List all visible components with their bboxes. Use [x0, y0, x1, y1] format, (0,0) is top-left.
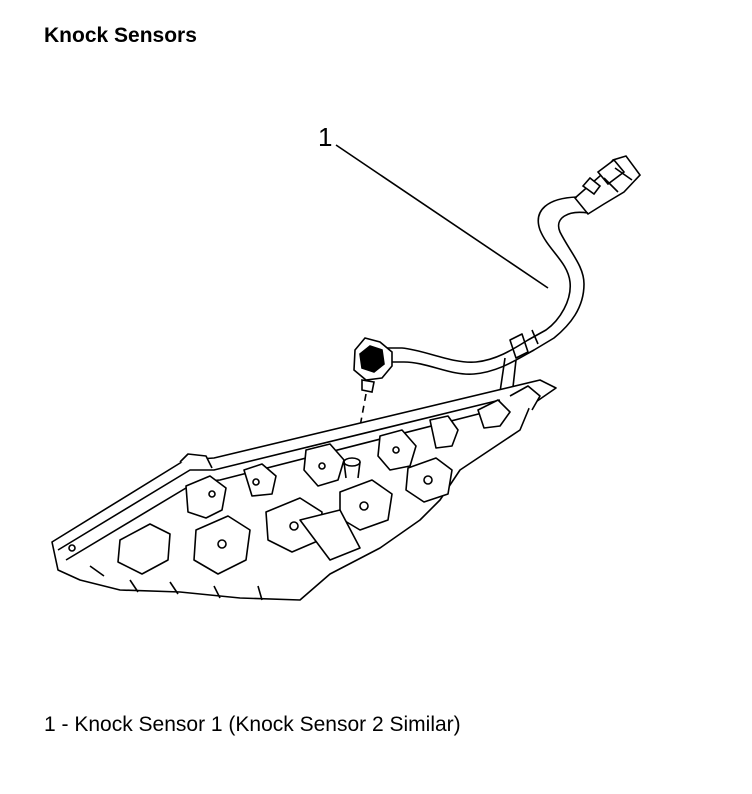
sensor-mounting-boss [343, 457, 361, 479]
callout-leader-line [335, 144, 549, 289]
knock-sensor [353, 337, 393, 393]
callout-number: 1 [318, 122, 332, 152]
engine-block [51, 379, 557, 601]
page-title: Knock Sensors [44, 24, 197, 47]
legend-entry: 1 - Knock Sensor 1 (Knock Sensor 2 Simil… [44, 713, 461, 736]
harness-connector [573, 155, 642, 216]
wiring-harness [386, 196, 589, 397]
